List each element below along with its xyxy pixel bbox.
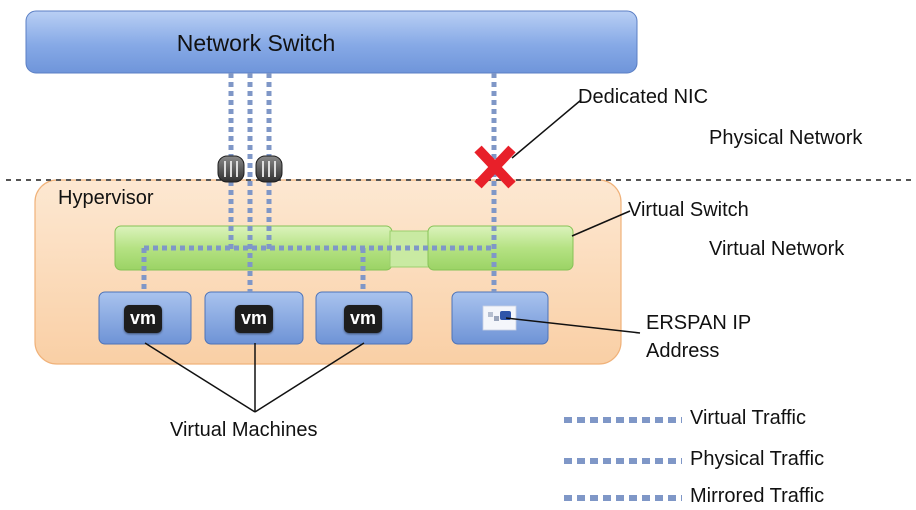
dedicated-nic-leader (511, 99, 582, 159)
virtual-switch-right (427, 225, 574, 271)
legend-swatch (564, 417, 682, 423)
erspan-leader (505, 317, 641, 334)
hypervisor-label: Hypervisor (58, 187, 154, 209)
nic-connector-icon (217, 155, 245, 183)
vm-3-badge: vm (344, 305, 382, 333)
vm-1-badge: vm (124, 305, 162, 333)
virtual-network-label: Virtual Network (709, 238, 845, 260)
traffic-lines (141, 73, 497, 292)
virtual-machines-label: Virtual Machines (170, 419, 318, 441)
legend-swatch (564, 458, 682, 464)
vm-2-badge: vm (235, 305, 273, 333)
virtual-switch-leader (571, 210, 631, 237)
legend-swatch (564, 495, 682, 501)
vm1-leader (144, 342, 256, 413)
network-switch (25, 10, 638, 74)
callout-lines (144, 99, 641, 413)
red-x-icon (474, 145, 516, 189)
legend-label: Physical Traffic (690, 448, 825, 470)
dedicated-nic-label: Dedicated NIC (578, 86, 709, 108)
virtual-switch-label: Virtual Switch (628, 199, 749, 221)
network-switch-label: Network Switch (176, 30, 336, 56)
erspan-ip-address-label: ERSPAN IP Address (646, 309, 751, 365)
erspan-label-line-1: ERSPAN IP (646, 312, 752, 334)
erspan-label-line-2: Address (646, 340, 720, 362)
physical-network-label: Physical Network (709, 127, 863, 149)
nic-connector-icon (255, 155, 283, 183)
legend-label: Virtual Traffic (690, 407, 806, 429)
legend-label: Mirrored Traffic (690, 485, 825, 507)
vm3-leader (254, 342, 365, 413)
